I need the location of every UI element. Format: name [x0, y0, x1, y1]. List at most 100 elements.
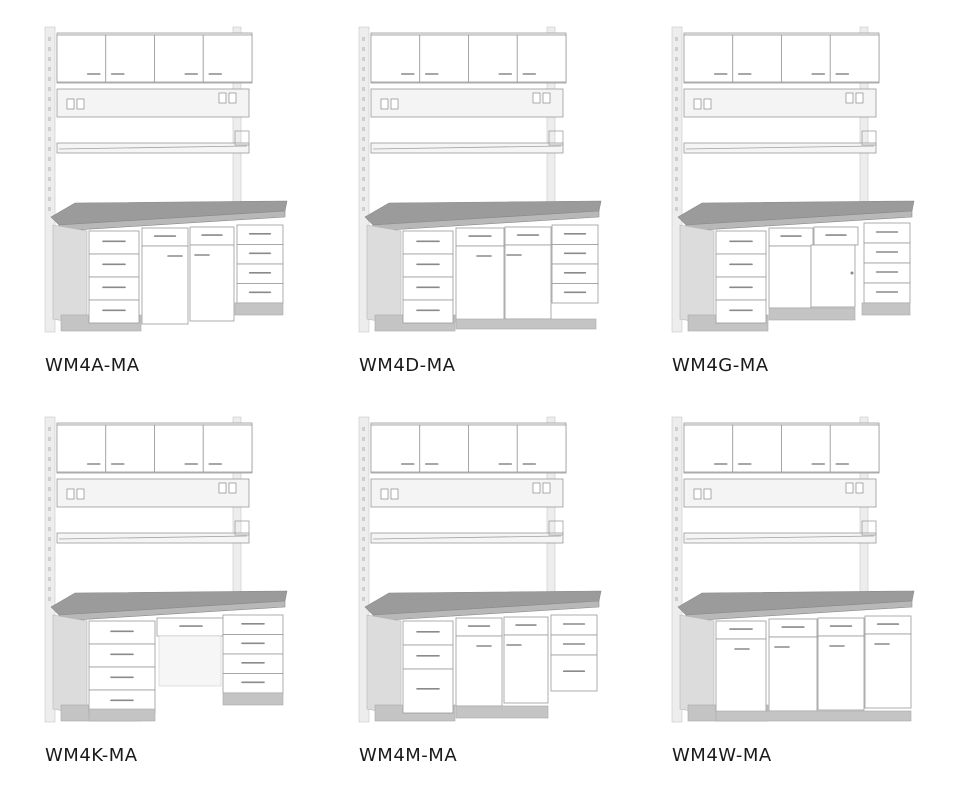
post-slot — [675, 507, 678, 511]
post-slot — [362, 507, 365, 511]
post-slot — [48, 157, 51, 161]
upper-cabinet-door — [154, 34, 204, 83]
post-slot — [362, 197, 365, 201]
service-strip — [370, 88, 564, 118]
upper-cabinet-door — [202, 424, 253, 473]
post-slot — [48, 127, 51, 131]
outlet-icon — [218, 482, 227, 494]
post-slot — [362, 447, 365, 451]
drawer-front — [222, 653, 284, 674]
post-slot — [362, 187, 365, 191]
post-slot — [48, 527, 51, 531]
shelf-rail — [370, 532, 564, 544]
post-slot — [362, 587, 365, 591]
drawer-front — [863, 262, 911, 284]
drawer-front — [236, 283, 284, 304]
plinth — [455, 318, 597, 330]
post-slot — [675, 77, 678, 81]
product-card-wm4k-ma[interactable]: WM4K-MA — [44, 415, 305, 775]
post-slot — [48, 57, 51, 61]
drawer-front — [189, 226, 235, 246]
countertop-top — [677, 200, 915, 226]
outlet-icon — [228, 482, 237, 494]
drawer-front — [551, 244, 599, 265]
upper-cabinet-door — [419, 34, 469, 83]
drawer-front — [715, 299, 767, 324]
plinth — [234, 302, 284, 316]
shelf-rail — [56, 142, 250, 154]
product-card-wm4m-ma[interactable]: WM4M-MA — [358, 415, 619, 775]
base-side-panel — [679, 224, 715, 326]
service-strip — [683, 478, 877, 508]
product-card-wm4g-ma[interactable]: WM4G-MA — [671, 25, 932, 385]
upper-cabinet-door — [732, 34, 782, 83]
product-card-wm4w-ma[interactable]: WM4W-MA — [671, 415, 932, 775]
post-slot — [48, 37, 51, 41]
shelf-rail-bar — [685, 145, 875, 150]
post-slot — [48, 447, 51, 451]
post-slot — [362, 597, 365, 601]
drawer-front — [768, 618, 818, 638]
product-card-wm4d-ma[interactable]: WM4D-MA — [358, 25, 619, 385]
workstation-image — [358, 26, 602, 333]
outlet-icon — [855, 482, 864, 494]
post-slot — [675, 467, 678, 471]
post-slot — [362, 57, 365, 61]
shelf-bracket — [234, 520, 250, 536]
post-slot — [675, 157, 678, 161]
post-slot — [48, 77, 51, 81]
cabinet-door — [189, 244, 235, 322]
post-slot — [675, 577, 678, 581]
post-slot — [48, 517, 51, 521]
post-slot — [48, 547, 51, 551]
workstation-image — [358, 416, 602, 723]
upper-cabinet-door — [732, 424, 782, 473]
drawer-front — [455, 227, 505, 247]
countertop-top — [677, 590, 915, 616]
post-slot — [675, 137, 678, 141]
shelf-bracket — [548, 520, 564, 536]
product-card-wm4a-ma[interactable]: WM4A-MA — [44, 25, 305, 385]
countertop-top — [50, 590, 288, 616]
post-slot — [362, 117, 365, 121]
cabinet-door — [864, 633, 912, 709]
post-slot — [675, 487, 678, 491]
drawer-front — [715, 276, 767, 301]
upper-cabinet-door — [56, 424, 107, 473]
outlet-icon — [218, 92, 227, 104]
drawer-front — [402, 299, 454, 324]
workstation-image — [671, 26, 915, 333]
post-slot — [48, 147, 51, 151]
post-slot — [48, 497, 51, 501]
drawer-front — [402, 620, 454, 646]
post-slot — [675, 37, 678, 41]
service-strip — [683, 88, 877, 118]
post-slot — [675, 147, 678, 151]
drawer-front — [551, 283, 599, 304]
cabinet-door — [817, 635, 865, 711]
shelf-rail-bar — [58, 535, 248, 540]
post-slot — [362, 557, 365, 561]
drawer-front — [88, 276, 140, 301]
drawer-front — [715, 620, 767, 640]
plinth — [222, 692, 284, 706]
post-slot — [675, 87, 678, 91]
post-slot — [48, 187, 51, 191]
outlet-icon — [693, 488, 702, 500]
drawer-front — [817, 617, 865, 637]
service-strip — [370, 478, 564, 508]
post-slot — [675, 567, 678, 571]
post-slot — [362, 457, 365, 461]
post-slot — [362, 437, 365, 441]
outlet-icon — [76, 98, 85, 110]
service-strip — [56, 88, 250, 118]
upper-cabinet-door — [683, 34, 734, 83]
post-slot — [362, 477, 365, 481]
drawer-front — [402, 230, 454, 255]
upper-cabinet-door — [781, 424, 831, 473]
post-slot — [675, 427, 678, 431]
shelf-rail-bar — [685, 535, 875, 540]
drawer-front — [863, 222, 911, 244]
post-slot — [48, 207, 51, 211]
post-slot — [362, 207, 365, 211]
